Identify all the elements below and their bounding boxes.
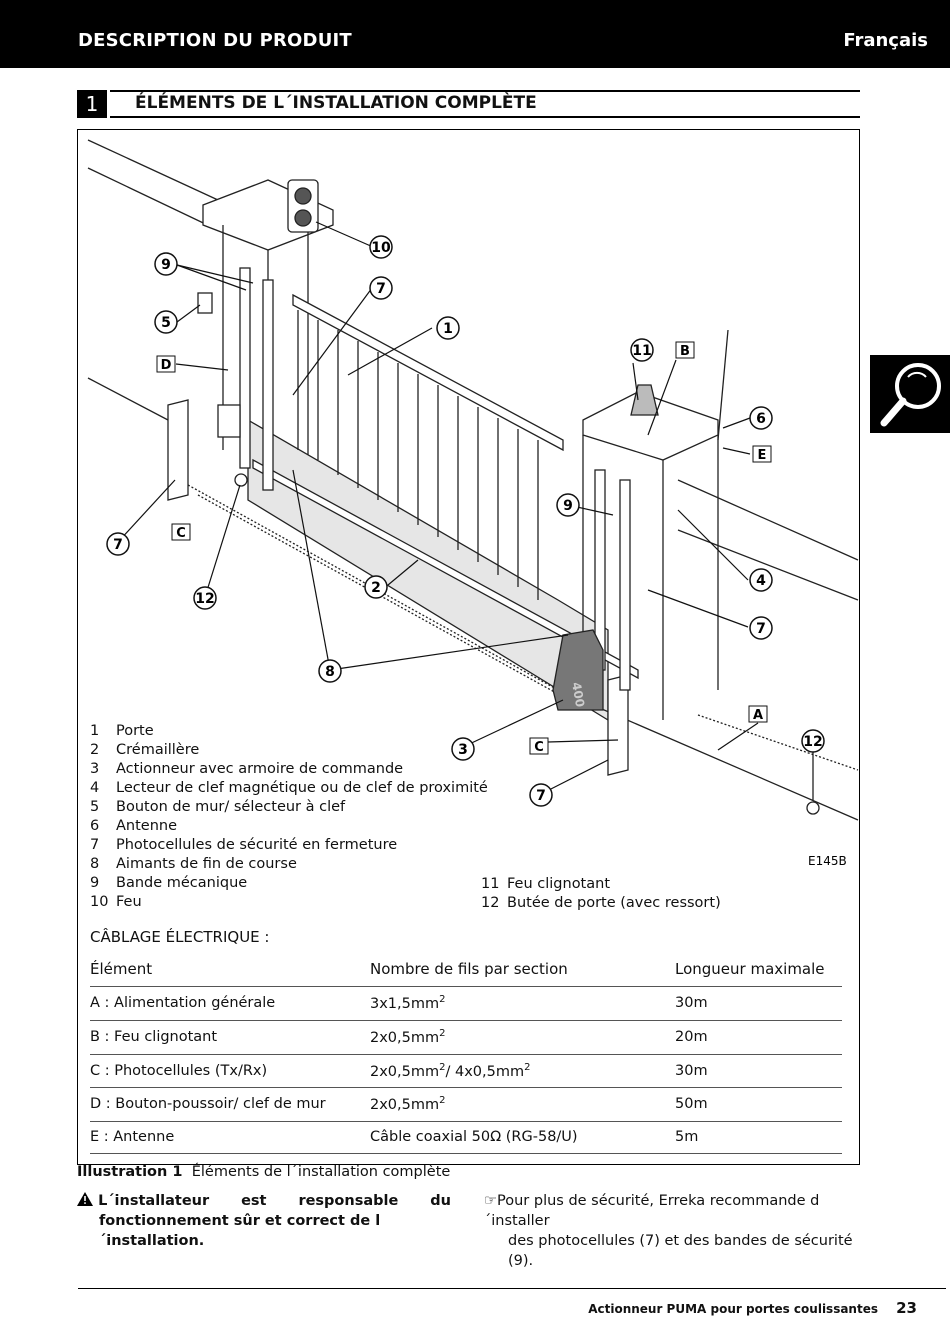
svg-text:9: 9: [563, 498, 573, 514]
diagram-code: E145B: [808, 854, 847, 868]
svg-text:7: 7: [376, 281, 386, 297]
tag-A: A: [748, 705, 768, 723]
svg-text:10: 10: [371, 240, 391, 256]
table-row: D : Bouton-poussoir/ clef de mur 2x0,5mm…: [90, 1087, 842, 1123]
svg-text:7: 7: [756, 621, 766, 637]
tag-C-left: C: [171, 523, 191, 541]
callout-3: 3: [451, 737, 475, 761]
column-header: Longueur maximale: [675, 954, 842, 987]
warning-icon: [77, 1192, 93, 1206]
page-header: DESCRIPTION DU PRODUIT Français: [0, 0, 950, 68]
column-header: Nombre de fils par section: [370, 954, 675, 987]
pointing-hand-icon: ☞: [484, 1193, 497, 1209]
callout-6: 6: [749, 406, 773, 430]
warning-note: L´installateur est responsable du foncti…: [77, 1191, 451, 1251]
callout-10: 10: [369, 235, 393, 259]
svg-text:6: 6: [756, 411, 766, 427]
installation-diagram: 9 5 10 7 1 11 6 9 4 7 7 2 12 8 3 7 12 D …: [87, 139, 859, 868]
svg-text:9: 9: [161, 257, 171, 273]
svg-text:4: 4: [756, 573, 766, 589]
callout-5: 5: [154, 310, 178, 334]
table-row: A : Alimentation générale 3x1,5mm2 30m: [90, 986, 842, 1021]
svg-text:1: 1: [443, 321, 453, 337]
callout-4: 4: [749, 568, 773, 592]
callout-11: 11: [630, 338, 654, 362]
column-header: Élément: [90, 954, 370, 987]
tag-E: E: [752, 445, 772, 463]
illustration-frame: [77, 129, 860, 1165]
callout-9-right: 9: [556, 493, 580, 517]
svg-text:5: 5: [161, 315, 171, 331]
figure-caption: Illustration 1 Éléments de l´installatio…: [77, 1164, 451, 1180]
svg-text:2: 2: [371, 580, 381, 596]
tag-D: D: [156, 355, 176, 373]
section-heading: 1 ÉLÉMENTS DE L´INSTALLATION COMPLÈTE: [77, 90, 860, 120]
svg-text:A: A: [753, 708, 763, 723]
svg-text:12: 12: [195, 591, 214, 607]
table-row: E : Antenne Câble coaxial 50Ω (RG-58/U) …: [90, 1121, 842, 1155]
header-section: DESCRIPTION DU PRODUIT: [78, 30, 352, 51]
table-row: C : Photocellules (Tx/Rx) 2x0,5mm2/ 4x0,…: [90, 1054, 842, 1089]
heading-rule-bottom: [110, 116, 860, 118]
magnifier-icon: [880, 363, 941, 427]
wiring-section: CÂBLAGE ÉLECTRIQUE : Élément Nombre de f…: [90, 928, 842, 1155]
svg-text:3: 3: [458, 742, 468, 758]
callout-1: 1: [436, 316, 460, 340]
callout-12-left: 12: [193, 586, 217, 610]
tag-B: B: [675, 341, 695, 359]
motor-label: 400: [569, 681, 587, 708]
callout-9: 9: [154, 252, 178, 276]
svg-text:D: D: [161, 358, 172, 373]
side-tab: [870, 355, 950, 433]
footer-rule: [78, 1288, 946, 1289]
svg-text:11: 11: [632, 343, 651, 359]
svg-text:7: 7: [536, 788, 546, 804]
svg-text:E: E: [758, 448, 767, 463]
tag-C-right: C: [529, 737, 549, 755]
svg-text:12: 12: [803, 734, 822, 750]
footer-title: Actionneur PUMA pour portes coulissantes: [588, 1302, 878, 1316]
svg-text:C: C: [534, 740, 544, 755]
svg-text:C: C: [176, 526, 186, 541]
header-language: Français: [843, 30, 928, 51]
callout-2: 2: [364, 575, 388, 599]
svg-text:8: 8: [325, 664, 335, 680]
heading-rule-top: [110, 90, 860, 92]
callout-7-right: 7: [749, 616, 773, 640]
callout-12-right: 12: [801, 729, 825, 753]
callout-7-bottom: 7: [529, 783, 553, 807]
page-number: 23: [896, 1299, 917, 1317]
section-number: 1: [77, 90, 107, 118]
svg-text:7: 7: [113, 537, 123, 553]
svg-text:B: B: [680, 344, 690, 359]
table-row: B : Feu clignotant 2x0,5mm2 20m: [90, 1020, 842, 1055]
callout-7-top: 7: [369, 276, 393, 300]
wiring-heading: CÂBLAGE ÉLECTRIQUE :: [90, 928, 270, 946]
table-header-row: Élément Nombre de fils par section Longu…: [90, 954, 842, 987]
tip-note: ☞Pour plus de sécurité, Erreka recommand…: [484, 1193, 853, 1269]
callout-7-left: 7: [106, 532, 130, 556]
callout-8: 8: [318, 659, 342, 683]
wiring-table: Élément Nombre de fils par section Longu…: [90, 954, 842, 1155]
section-title: ÉLÉMENTS DE L´INSTALLATION COMPLÈTE: [135, 93, 537, 113]
